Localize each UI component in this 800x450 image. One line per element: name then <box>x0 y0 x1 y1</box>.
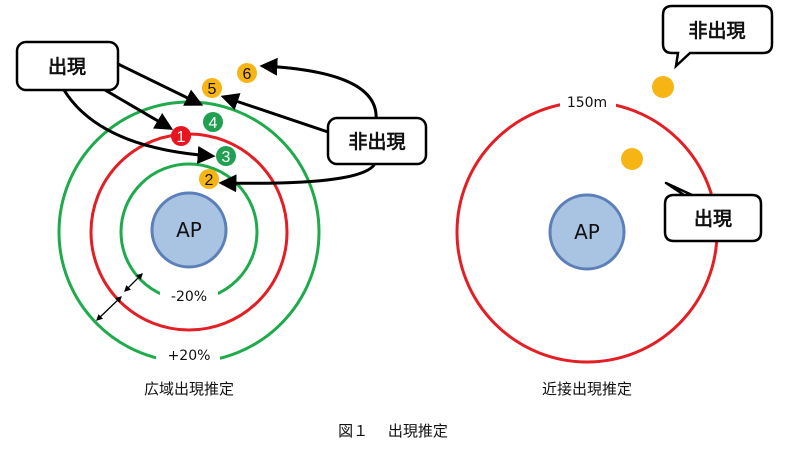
marker-2-label: 2 <box>205 172 214 189</box>
ap-node-left <box>150 191 228 269</box>
disappear-bubble-right <box>661 4 774 70</box>
disappear-bubble-left-text: 非出現 <box>348 130 405 153</box>
ap-node-right <box>548 193 626 271</box>
range-label: 150m <box>567 95 607 111</box>
marker-4 <box>203 112 223 132</box>
appear-arrow-to-5 <box>117 62 204 106</box>
marker-3 <box>216 146 236 166</box>
marker-6-label: 6 <box>243 66 252 83</box>
ring-gap-arrow-outer <box>96 296 122 321</box>
marker-1 <box>171 126 191 146</box>
disappear-arrow-to-2 <box>218 159 378 193</box>
disappear-arrow-to-5 <box>220 93 329 134</box>
device-outside <box>652 76 674 98</box>
marker-3-label: 3 <box>222 149 231 166</box>
marker-5-label: 5 <box>208 81 217 98</box>
disappear-arrow-to-6 <box>259 57 378 121</box>
figure-caption: 図１ 出現推定 <box>338 422 448 440</box>
marker-4-label: 4 <box>209 115 218 132</box>
appear-arrow-to-3 <box>62 89 216 164</box>
marker-5 <box>202 78 222 98</box>
left-caption: 広域出現推定 <box>144 380 234 398</box>
right-caption: 近接出現推定 <box>542 380 632 398</box>
inner-ring-label: -20% <box>171 289 207 305</box>
marker-1-label: 1 <box>177 129 186 146</box>
appear-bubble-left <box>15 40 120 92</box>
appear-bubble-right <box>663 181 763 243</box>
appear-bubble-right-text: 出現 <box>694 207 732 230</box>
disappear-bubble-right-text: 非出現 <box>688 19 745 42</box>
device-inside <box>621 148 643 170</box>
marker-2 <box>199 169 219 189</box>
disappear-bubble-left <box>326 116 428 166</box>
appear-arrow-to-1 <box>104 88 174 130</box>
marker-6 <box>237 63 257 83</box>
ap-label-left: AP <box>176 218 202 242</box>
ap-label-right: AP <box>574 220 600 244</box>
right-diagram: 150m AP 非出現 出現 近接出現推定 <box>455 4 774 398</box>
left-diagram: AP -20% +20% 1 2 3 4 5 6 出現 非出現 <box>15 40 428 398</box>
ring-gap-arrow-inner <box>124 273 143 292</box>
appear-bubble-left-text: 出現 <box>48 55 86 78</box>
outer-ring-label: +20% <box>168 348 211 364</box>
